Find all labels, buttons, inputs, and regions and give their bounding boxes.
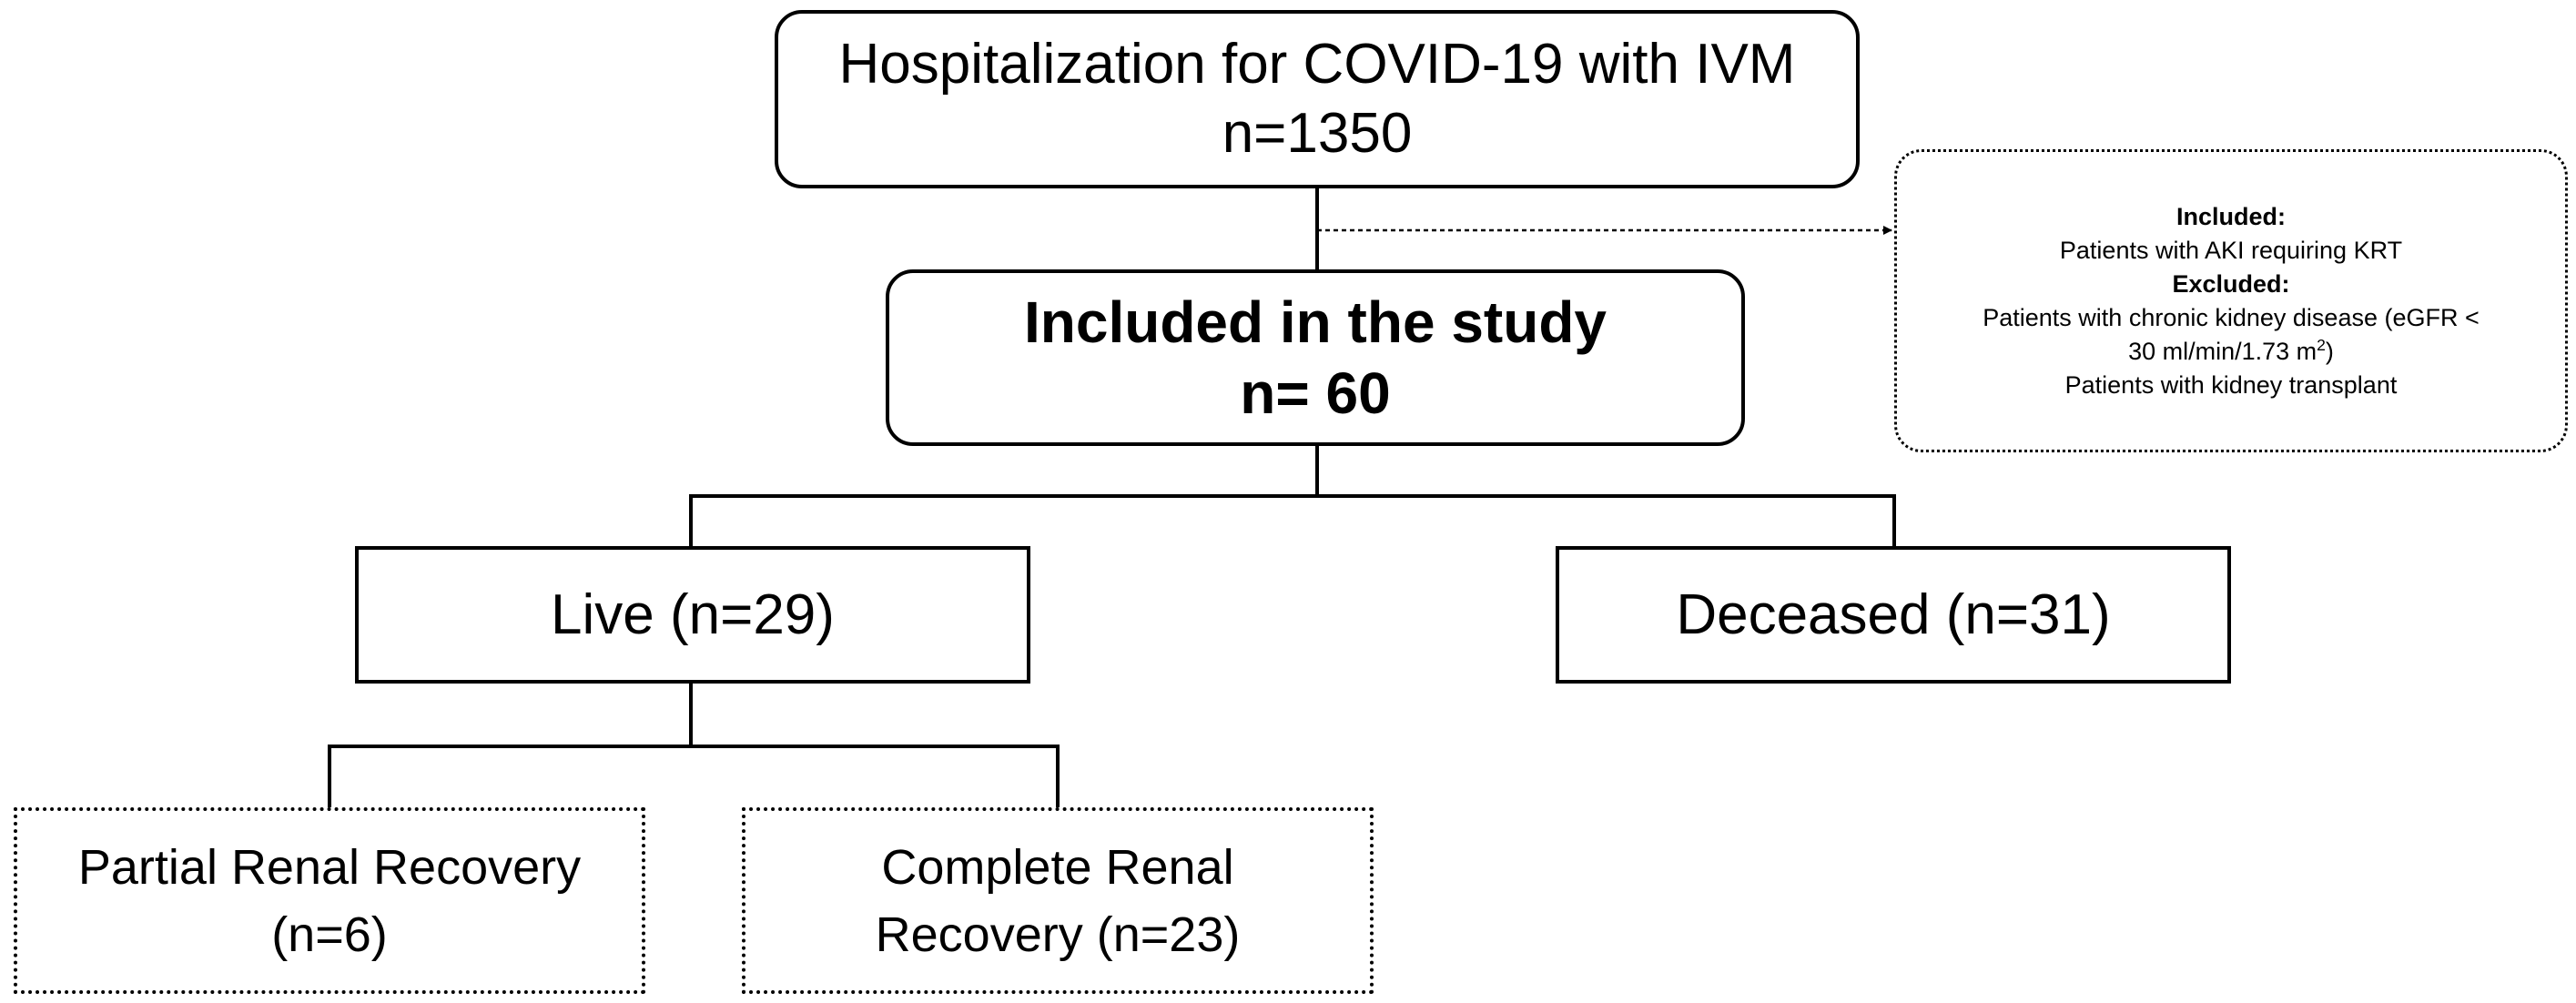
closing-paren: ) — [2325, 337, 2334, 365]
criteria-box: Included: Patients with AKI requiring KR… — [1894, 149, 2568, 452]
deceased-label: Deceased (n=31) — [1676, 583, 2111, 646]
included-title: Included in the study — [1023, 289, 1607, 355]
hospitalization-title: Hospitalization for COVID-19 with IVM — [838, 33, 1796, 96]
included-count: n= 60 — [1240, 360, 1391, 426]
complete-recovery-title: Complete Renal — [881, 839, 1234, 895]
excluded-criteria-transplant: Patients with kidney transplant — [2064, 370, 2398, 399]
excluded-criteria-ckd-threshold: 30 ml/min/1.73 m — [2128, 337, 2317, 365]
live-box: Live (n=29) — [355, 546, 1030, 684]
hospitalization-box: Hospitalization for COVID-19 with IVM n=… — [775, 10, 1860, 188]
excluded-criteria-ckd-line1: Patients with chronic kidney disease (eG… — [1983, 303, 2480, 331]
partial-recovery-count: (n=6) — [271, 907, 388, 962]
included-criteria-header: Included: — [2176, 202, 2286, 230]
included-box: Included in the study n= 60 — [886, 269, 1745, 446]
partial-recovery-title: Partial Renal Recovery — [77, 839, 582, 895]
complete-recovery-box: Complete Renal Recovery (n=23) — [742, 807, 1374, 994]
superscript-2: 2 — [2317, 335, 2326, 354]
live-label: Live (n=29) — [551, 583, 835, 646]
excluded-criteria-ckd-line2: 30 ml/min/1.73 m2) — [2128, 335, 2334, 369]
partial-recovery-box: Partial Renal Recovery (n=6) — [14, 807, 645, 994]
complete-recovery-count: Recovery (n=23) — [875, 907, 1241, 962]
excluded-criteria-header: Excluded: — [2172, 269, 2290, 298]
deceased-box: Deceased (n=31) — [1556, 546, 2231, 684]
hospitalization-count: n=1350 — [1222, 102, 1413, 165]
included-criteria-item: Patients with AKI requiring KRT — [2059, 236, 2403, 264]
